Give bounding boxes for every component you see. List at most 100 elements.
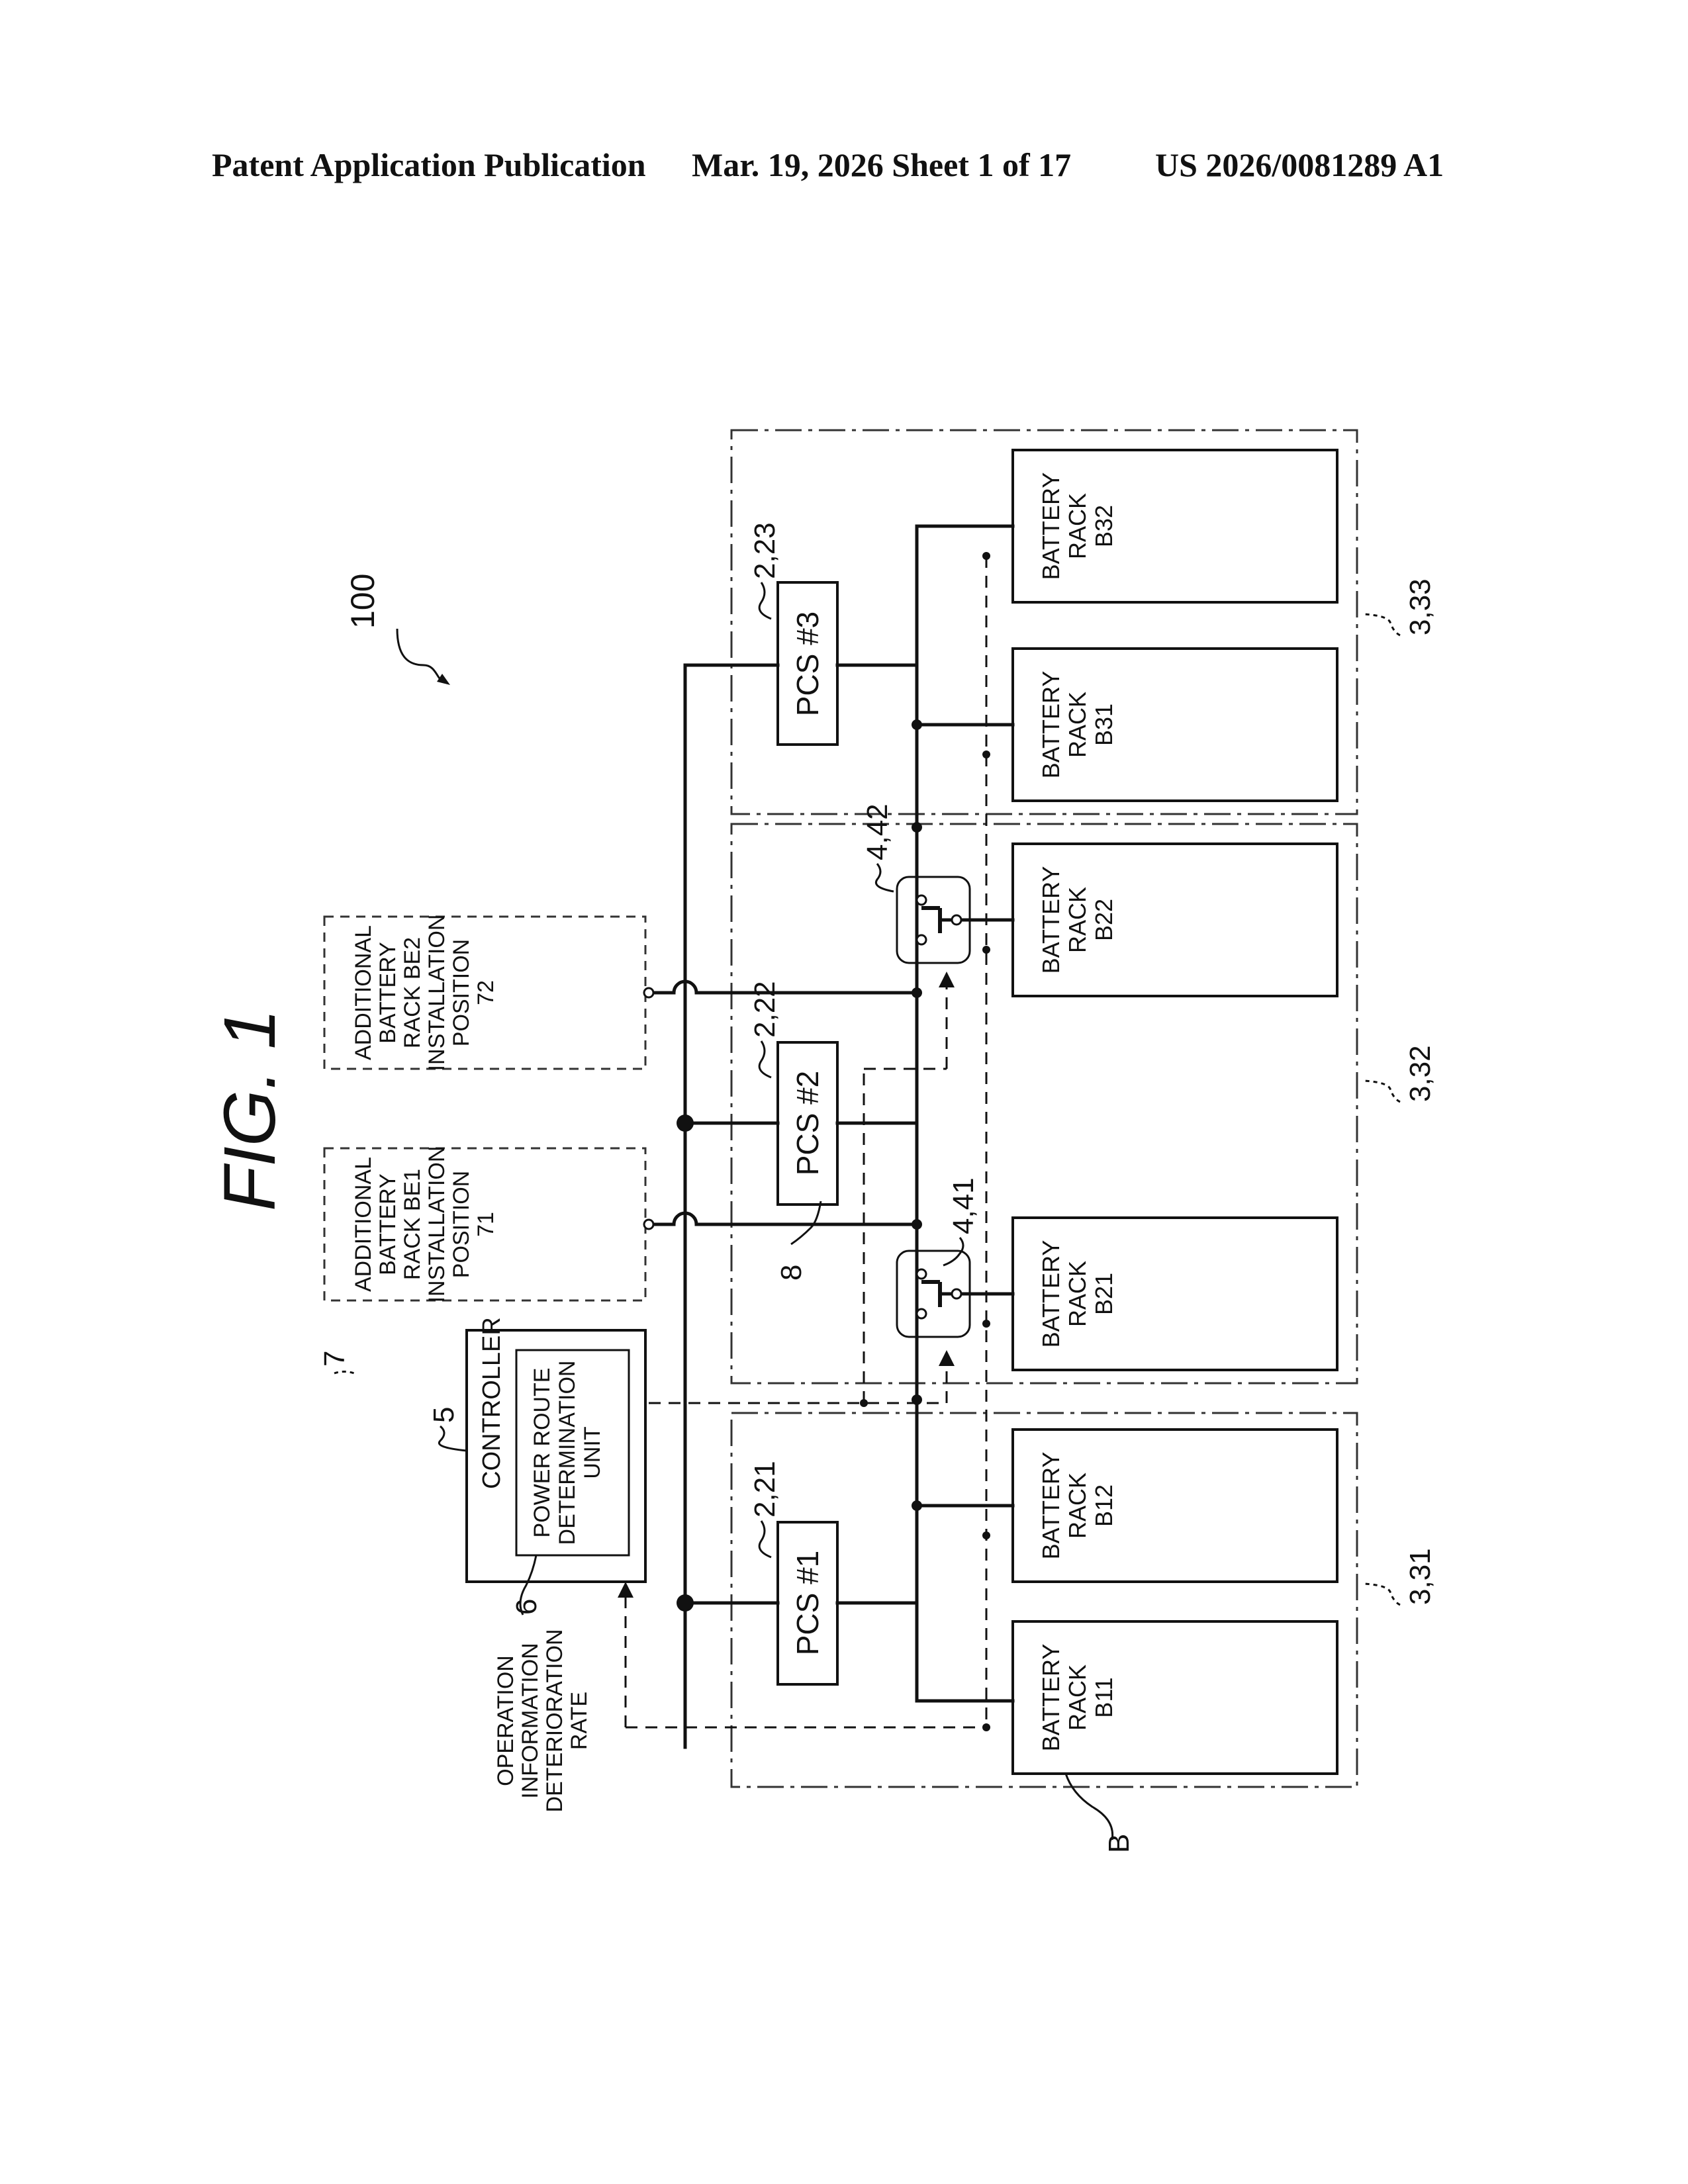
be1-line3: RACK BE1 bbox=[400, 1169, 425, 1280]
pcs3-label: PCS #3 bbox=[790, 612, 825, 717]
group-boxes bbox=[731, 430, 1357, 1787]
switch-41 bbox=[897, 1251, 970, 1337]
rack-labels: BATTERY RACK B32 BATTERY RACK B31 BATTER… bbox=[1037, 473, 1117, 1752]
signal-dot-split bbox=[860, 1399, 868, 1407]
signal-dot-b32 bbox=[982, 552, 990, 560]
rack-b31-line2: RACK bbox=[1064, 692, 1091, 758]
leader-battery bbox=[1066, 1774, 1113, 1840]
switch-41-terminal-bottom bbox=[917, 1309, 926, 1318]
rack-b32-line1: BATTERY bbox=[1037, 473, 1064, 580]
junction-bus-pcs2 bbox=[677, 1115, 694, 1132]
rack-b22-line3: B22 bbox=[1090, 899, 1117, 941]
pcs2-label: PCS #2 bbox=[790, 1071, 825, 1176]
signal-dot-b21 bbox=[982, 1320, 990, 1328]
be2-line1: ADDITIONAL bbox=[351, 925, 376, 1060]
rack-b22-line1: BATTERY bbox=[1037, 866, 1064, 974]
ref-bus: 8 bbox=[775, 1265, 808, 1281]
switch-42-terminal-bottom bbox=[917, 935, 926, 944]
rack-b21-line2: RACK bbox=[1064, 1261, 1091, 1327]
ref-switch2: 4,42 bbox=[861, 803, 894, 860]
controller-label: CONTROLLER bbox=[478, 1317, 506, 1489]
ref-controller: 5 bbox=[428, 1407, 460, 1423]
rack-b21-line1: BATTERY bbox=[1037, 1240, 1064, 1348]
leader-additional bbox=[334, 1372, 354, 1374]
rack-b31-line1: BATTERY bbox=[1037, 671, 1064, 779]
unit-label-line3: UNIT bbox=[580, 1426, 605, 1479]
terminal-be1 bbox=[644, 1220, 653, 1229]
rack-b12-line1: BATTERY bbox=[1037, 1452, 1064, 1560]
switch-42-terminal-top bbox=[917, 895, 926, 905]
unit-label-line2: DETERMINATION bbox=[555, 1361, 580, 1545]
system-ref-leader bbox=[397, 629, 445, 682]
additional-labels: ADDITIONAL BATTERY RACK BE2 INSTALLATION… bbox=[351, 915, 498, 1303]
system-ref-arrowhead bbox=[437, 674, 450, 685]
rack-b12-line2: RACK bbox=[1064, 1473, 1091, 1539]
junction-b31 bbox=[912, 719, 922, 730]
leader-group2 bbox=[1364, 1081, 1400, 1102]
junction-bus-pcs1 bbox=[677, 1594, 694, 1612]
be1-line6: 71 bbox=[473, 1212, 498, 1237]
ref-group3: 3,33 bbox=[1404, 578, 1436, 635]
junction-be1 bbox=[912, 1219, 922, 1230]
rack-b21-line3: B21 bbox=[1090, 1273, 1117, 1315]
leader-group3 bbox=[1364, 614, 1400, 635]
arrow-to-controller bbox=[618, 1582, 633, 1598]
op-info-line3: DETERIORATION bbox=[542, 1629, 567, 1812]
unit-label-line1: POWER ROUTE bbox=[530, 1368, 555, 1538]
signal-dot-b22 bbox=[982, 946, 990, 954]
ref-group1: 3,31 bbox=[1404, 1548, 1436, 1605]
be1-line4: INSTALLATION bbox=[424, 1146, 449, 1303]
rack-b11-line2: RACK bbox=[1064, 1664, 1091, 1731]
ref-pcs3: 2,23 bbox=[749, 522, 781, 579]
leader-pcs1 bbox=[759, 1521, 771, 1557]
signal-dot-b12 bbox=[982, 1531, 990, 1539]
leader-lines bbox=[334, 582, 1400, 1840]
switch-42-terminal-right bbox=[952, 915, 961, 925]
switch-41-terminal-right bbox=[952, 1289, 961, 1298]
signal-dot-b11 bbox=[982, 1723, 990, 1731]
system-ref: 100 bbox=[344, 574, 381, 629]
be2-line5: POSITION bbox=[449, 939, 474, 1046]
be2-line3: RACK BE2 bbox=[400, 937, 425, 1048]
be2-line6: 72 bbox=[473, 980, 498, 1005]
signal-dot-b31 bbox=[982, 751, 990, 758]
leader-pcs3 bbox=[759, 582, 771, 619]
rack-b11-line3: B11 bbox=[1090, 1677, 1117, 1717]
rack-b32-line2: RACK bbox=[1064, 493, 1091, 559]
ref-pcs2: 2,22 bbox=[749, 981, 781, 1038]
ref-unit: 6 bbox=[510, 1599, 543, 1615]
be1-line5: POSITION bbox=[449, 1171, 474, 1278]
rack-b22-line2: RACK bbox=[1064, 887, 1091, 953]
pcs-labels: PCS #3 PCS #2 PCS #1 bbox=[790, 612, 825, 1656]
figure-title: FIG. 1 bbox=[209, 1009, 291, 1211]
pcs1-label: PCS #1 bbox=[790, 1551, 825, 1656]
arrow-to-sw42 bbox=[939, 972, 955, 987]
leader-switch2 bbox=[876, 864, 894, 891]
junction-b12 bbox=[912, 1500, 922, 1511]
rack-b31-line3: B31 bbox=[1090, 704, 1117, 746]
junction-be2 bbox=[912, 987, 922, 998]
be1-line1: ADDITIONAL bbox=[351, 1157, 376, 1292]
ref-battery: B bbox=[1103, 1834, 1135, 1853]
op-info-line1: OPERATION bbox=[493, 1655, 518, 1786]
switch-41-terminal-top bbox=[917, 1269, 926, 1279]
ref-pcs1: 2,21 bbox=[749, 1461, 781, 1518]
rack-b11-line1: BATTERY bbox=[1037, 1644, 1064, 1752]
switch-42 bbox=[897, 877, 970, 963]
ref-switch1: 4,41 bbox=[947, 1177, 980, 1234]
leader-pcs2 bbox=[759, 1041, 771, 1077]
controller-labels: CONTROLLER POWER ROUTE DETERMINATION UNI… bbox=[478, 1317, 605, 1545]
reference-numerals: 2,23 2,22 2,21 4,42 4,41 8 5 6 7 3,33 3,… bbox=[318, 522, 1436, 1853]
leader-controller bbox=[439, 1426, 467, 1451]
ref-additional: 7 bbox=[318, 1351, 351, 1367]
be2-line2: BATTERY bbox=[375, 942, 400, 1044]
be2-line4: INSTALLATION bbox=[424, 915, 449, 1071]
arrow-to-sw41 bbox=[939, 1350, 955, 1366]
line-to-additional-be1 bbox=[652, 1213, 917, 1224]
rack-b32-line3: B32 bbox=[1090, 505, 1117, 547]
ref-group2: 3,32 bbox=[1404, 1045, 1436, 1102]
leader-group1 bbox=[1364, 1584, 1400, 1605]
battery-rack-boxes bbox=[1013, 450, 1337, 1774]
operation-info-label: OPERATION INFORMATION DETERIORATION RATE bbox=[493, 1629, 592, 1812]
